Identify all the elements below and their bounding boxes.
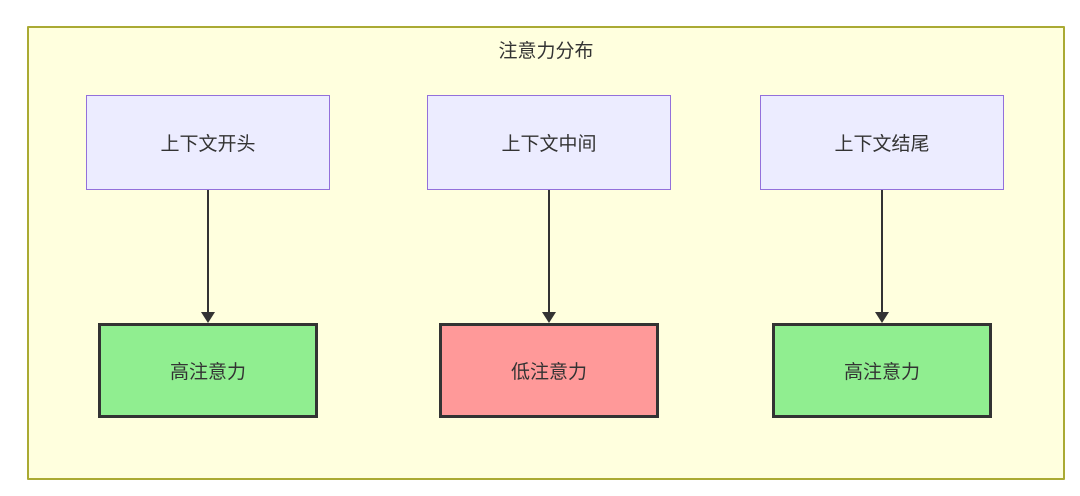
node-label: 上下文开头 bbox=[160, 134, 256, 155]
arrow-head-icon bbox=[201, 312, 215, 323]
arrow-head-icon bbox=[875, 312, 889, 323]
attention-distribution-container: 注意力分布 上下文开头 高注意力 上下文中间 低注意力 bbox=[27, 26, 1065, 480]
flow-column-context-middle: 上下文中间 低注意力 bbox=[419, 28, 679, 478]
node-high-attention-left: 高注意力 bbox=[98, 323, 318, 418]
node-label: 低注意力 bbox=[510, 362, 587, 383]
node-label: 高注意力 bbox=[169, 362, 246, 383]
node-high-attention-right: 高注意力 bbox=[772, 323, 992, 418]
arrow-line bbox=[548, 190, 550, 312]
node-label: 高注意力 bbox=[843, 362, 920, 383]
node-low-attention-center: 低注意力 bbox=[439, 323, 659, 418]
arrow-head-icon bbox=[542, 312, 556, 323]
arrow-line bbox=[881, 190, 883, 312]
node-context-end: 上下文结尾 bbox=[760, 95, 1004, 190]
arrow-end-to-high bbox=[875, 190, 889, 323]
arrow-middle-to-low bbox=[542, 190, 556, 323]
node-context-beginning: 上下文开头 bbox=[86, 95, 330, 190]
node-context-middle: 上下文中间 bbox=[427, 95, 671, 190]
node-label: 上下文中间 bbox=[501, 134, 597, 155]
diagram-title: 注意力分布 bbox=[498, 41, 594, 62]
flow-column-context-beginning: 上下文开头 高注意力 bbox=[78, 28, 338, 478]
flow-column-context-end: 上下文结尾 高注意力 bbox=[752, 28, 1012, 478]
arrow-line bbox=[207, 190, 209, 312]
arrow-beginning-to-high bbox=[201, 190, 215, 323]
node-label: 上下文结尾 bbox=[834, 134, 930, 155]
